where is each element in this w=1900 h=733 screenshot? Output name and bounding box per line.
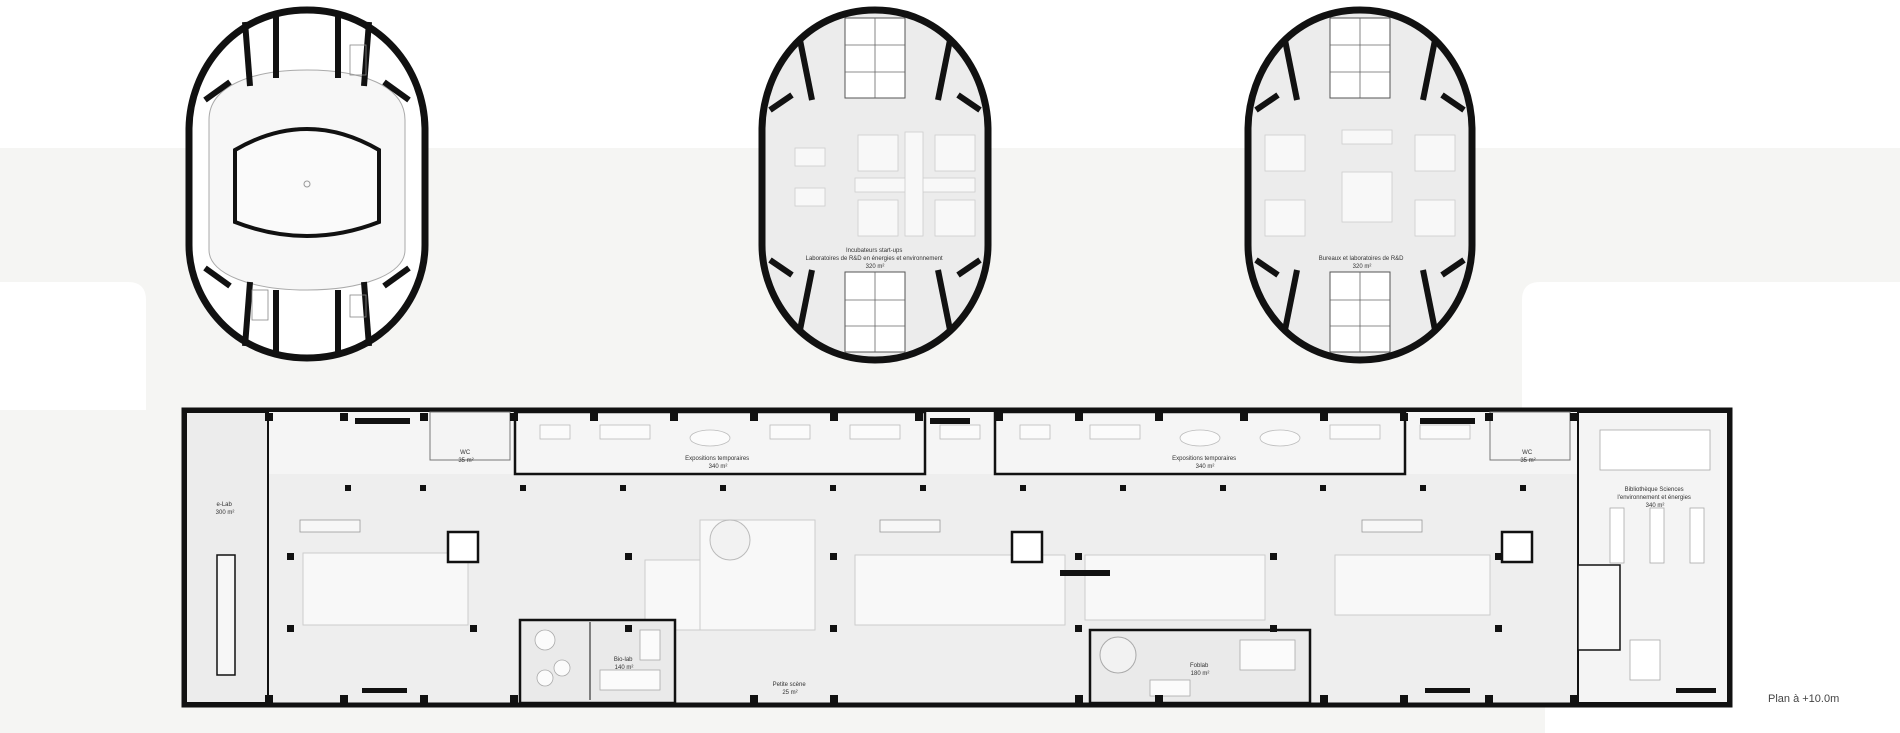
- tower-center-label: Incubateurs start-ups Laboratoires de R&…: [806, 248, 945, 270]
- room-label-elab: e-Lab 300 m²: [216, 502, 235, 516]
- tower-center: [758, 6, 992, 364]
- room-label-expo-left: Expositions temporaires 340 m²: [685, 456, 751, 470]
- podium: [181, 407, 1733, 708]
- room-label-wc-right: WC 35 m²: [1520, 450, 1535, 464]
- tower-left: [185, 6, 429, 362]
- room-label-foblab: Foblab 180 m²: [1190, 663, 1210, 677]
- tower-right: [1244, 6, 1476, 364]
- tower-right-label: Bureaux et laboratoires de R&D 320 m²: [1319, 256, 1405, 270]
- room-label-biblio: Bibliothèque Sciences l'environnement et…: [1617, 487, 1692, 509]
- room-label-biolab: Bio-lab 140 m²: [614, 657, 634, 671]
- room-label-petite-scene: Petite scène 25 m²: [773, 682, 808, 696]
- room-label-wc-left: WC 35 m²: [458, 450, 473, 464]
- plan-title: Plan à +10.0m: [1768, 693, 1839, 705]
- room-label-expo-right: Expositions temporaires 340 m²: [1172, 456, 1238, 470]
- stage-ellipse: [233, 127, 381, 238]
